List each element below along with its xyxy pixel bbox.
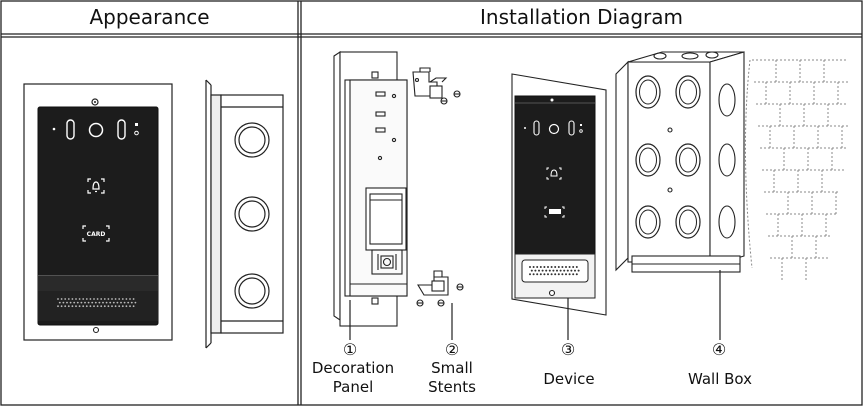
part-number-1: ① [342,340,358,359]
part-label-decoration-panel: Decoration Panel [311,359,395,396]
knockout-hole-3 [234,273,270,309]
device-call-button-icon [546,167,562,180]
decoration-panel-drawing [333,50,408,327]
part-number-4: ④ [711,340,727,359]
ir-led-right [117,119,126,140]
ir-led-left [66,119,75,140]
box-knockouts [635,75,701,239]
part-label-small-stents: Small Stents [428,359,476,396]
mic-hole-icon [52,127,56,131]
device-speaker-holes [529,266,580,276]
part-label-device: Device [543,370,595,388]
speaker-grill-holes [57,298,137,308]
part-label-wall-box: Wall Box [687,370,753,388]
call-button-icon [87,178,105,194]
device-drawing [511,73,607,316]
knockout-hole-2 [234,196,270,232]
device-card-reader-icon [544,206,565,218]
knockout-hole-1 [234,122,270,158]
appearance-header: Appearance [89,5,210,29]
bottom-screw-icon [92,326,100,334]
card-reader-icon [82,225,110,242]
installation-header: Installation Diagram [480,5,683,29]
wall-box-drawing [615,51,848,280]
part-number-2: ② [444,340,460,359]
camera-icon [88,122,104,138]
card-label: CARD [87,231,106,238]
front-view: CARD [23,83,173,341]
leader-lines [349,270,721,340]
small-stents-drawing [412,67,464,307]
light-sensor-icon [135,123,138,126]
side-view [205,79,284,349]
part-number-3: ③ [560,340,576,359]
brick-wall [744,59,848,280]
